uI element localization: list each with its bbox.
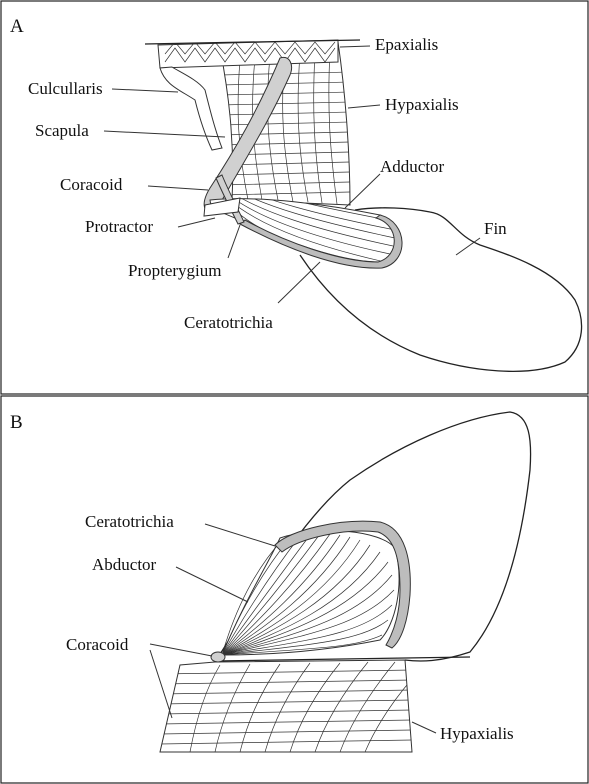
panel-a-letter: A [10,16,24,37]
label-coracoid-b: Coracoid [66,635,129,654]
label-culcullaris: Culcullaris [28,79,103,98]
abductor-b [222,531,399,655]
coracoid-b [211,652,225,662]
label-protractor: Protractor [85,217,153,236]
label-ceratotrichia-b: Ceratotrichia [85,512,174,531]
label-scapula: Scapula [35,121,89,140]
label-epaxialis: Epaxialis [375,35,438,54]
label-ceratotrichia-a: Ceratotrichia [184,313,273,332]
label-propterygium: Propterygium [128,261,222,280]
panel-b-letter: B [10,412,23,433]
label-fin: Fin [484,219,507,238]
label-abductor: Abductor [92,555,157,574]
label-hypaxialis-b: Hypaxialis [440,724,514,743]
hypaxialis-b [160,657,470,752]
label-adductor: Adductor [380,157,445,176]
label-hypaxialis-a: Hypaxialis [385,95,459,114]
label-coracoid-a: Coracoid [60,175,123,194]
culcullaris-a [160,67,222,150]
